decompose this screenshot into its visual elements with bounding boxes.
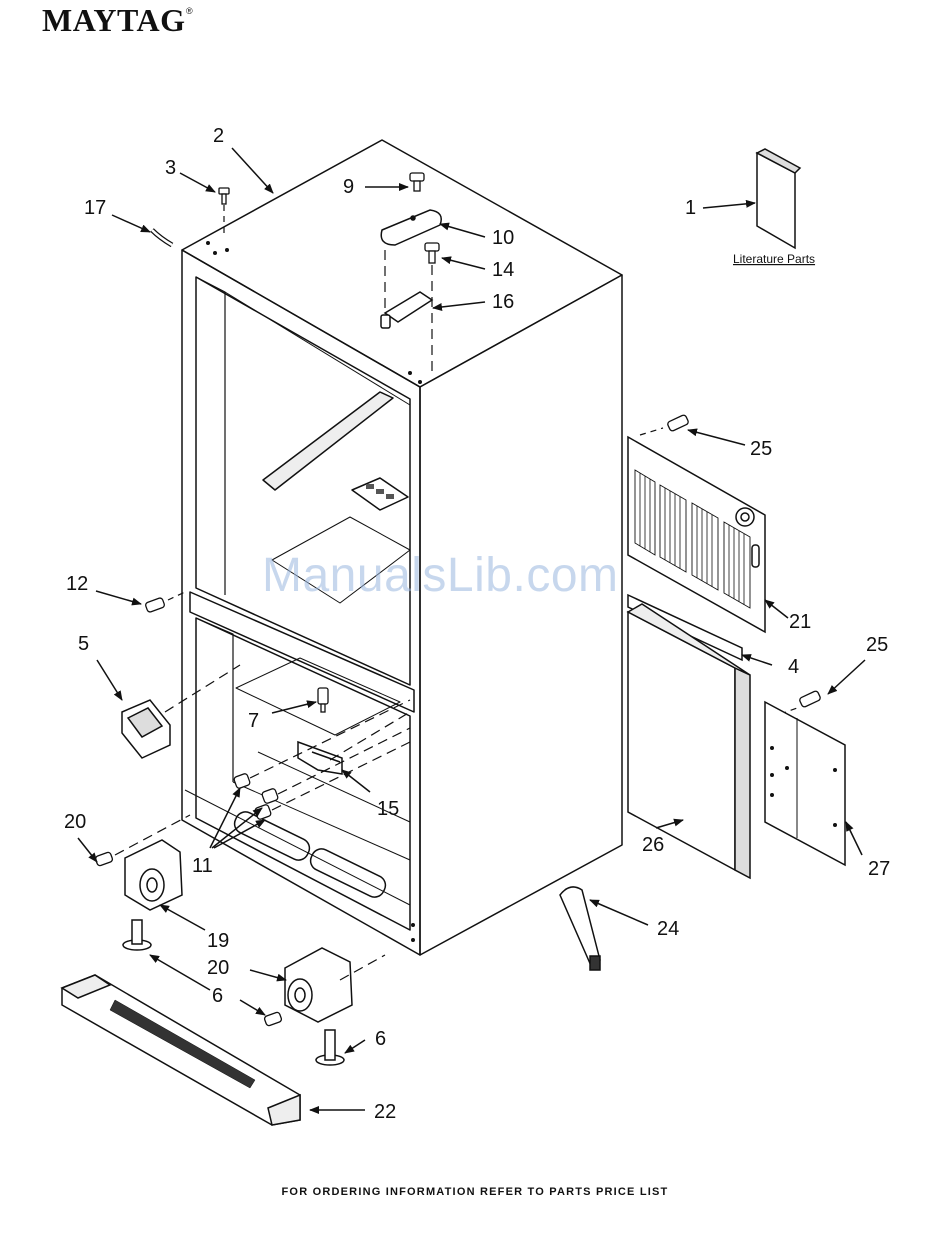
wheel-assembly-19-right xyxy=(285,948,352,1022)
callout-20-left: 20 xyxy=(64,811,86,833)
callout-7: 7 xyxy=(248,710,259,732)
callout-17: 17 xyxy=(84,197,106,219)
center-mullion xyxy=(190,592,414,712)
callout-21: 21 xyxy=(789,611,811,633)
screw-25-right xyxy=(799,690,821,708)
cover-plate-27 xyxy=(765,702,845,865)
freezer-opening xyxy=(196,618,410,930)
screw-20-left xyxy=(95,852,113,867)
callout-6-right: 6 xyxy=(375,1028,386,1050)
control-module-5 xyxy=(122,700,170,758)
callout-27: 27 xyxy=(868,858,890,880)
grille-panel-21 xyxy=(628,437,765,632)
leveler-6-left xyxy=(123,920,151,950)
callout-16: 16 xyxy=(492,291,514,313)
base-grille-22 xyxy=(62,975,300,1125)
sensor-7 xyxy=(318,688,328,712)
callout-25-top: 25 xyxy=(750,438,772,460)
interior-rail xyxy=(263,392,393,490)
callout-22: 22 xyxy=(374,1101,396,1123)
screw-3 xyxy=(219,188,229,204)
callout-26: 26 xyxy=(642,834,664,856)
damper-control-24 xyxy=(560,887,600,970)
callout-15: 15 xyxy=(377,798,399,820)
ordering-footer: FOR ORDERING INFORMATION REFER TO PARTS … xyxy=(0,1186,950,1198)
leveler-6-right xyxy=(316,1030,344,1065)
callout-9: 9 xyxy=(343,176,354,198)
screw-25-top xyxy=(667,414,689,432)
wheel-assembly-19-left xyxy=(125,840,182,910)
callout-10: 10 xyxy=(492,227,514,249)
bracket-15 xyxy=(298,742,342,774)
callout-14: 14 xyxy=(492,259,514,281)
callout-24: 24 xyxy=(657,918,679,940)
callout-20-right: 20 xyxy=(207,957,229,979)
callout-1: 1 xyxy=(685,197,696,219)
callout-2: 2 xyxy=(213,125,224,147)
literature-parts-label: Literature Parts xyxy=(733,252,815,266)
callout-12: 12 xyxy=(66,573,88,595)
callout-6-left: 6 xyxy=(212,985,223,1007)
callout-3: 3 xyxy=(165,157,176,179)
screw-20-right xyxy=(264,1012,282,1027)
callout-19: 19 xyxy=(207,930,229,952)
screw-12 xyxy=(145,597,165,613)
literature-book xyxy=(757,149,800,248)
cabinet-right-side xyxy=(420,275,622,955)
callout-25-right: 25 xyxy=(866,634,888,656)
watermark: ManualsLib.com xyxy=(262,548,619,603)
callout-5: 5 xyxy=(78,633,89,655)
callout-11: 11 xyxy=(192,855,213,877)
callout-4: 4 xyxy=(788,656,799,678)
